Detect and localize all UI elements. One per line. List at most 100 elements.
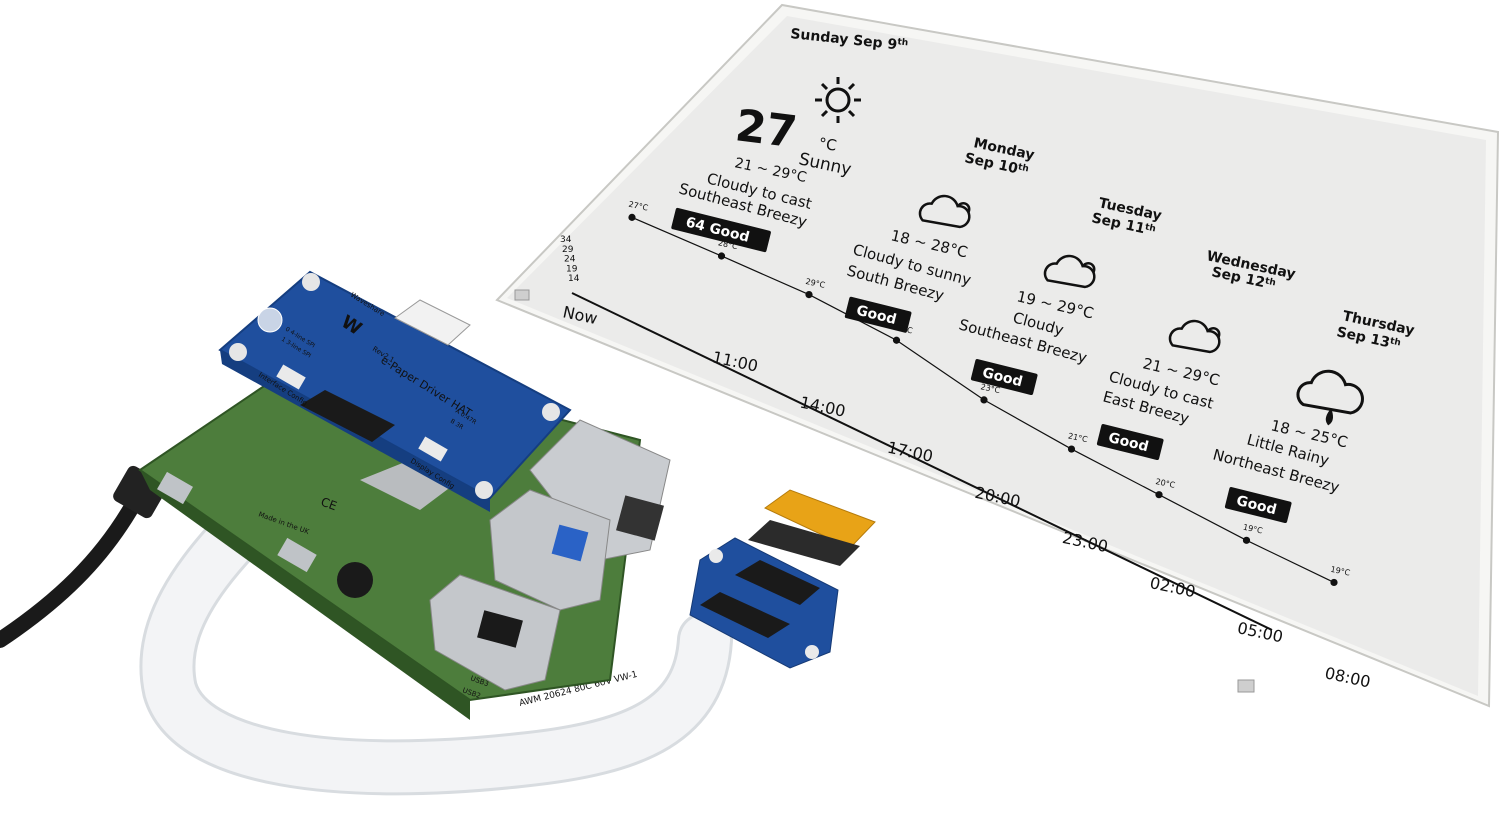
revision-label: Rev2.1	[371, 345, 396, 365]
svg-text:Sep 10th: Sep 10th	[963, 150, 1030, 179]
svg-text:Thursday: Thursday	[1341, 308, 1416, 339]
chart-y-tick: 19	[566, 264, 578, 274]
chart-point	[1067, 445, 1076, 453]
chart-point	[1330, 578, 1338, 587]
chart-category-label: 05:00	[1236, 618, 1285, 646]
chart-category-label: 08:00	[1323, 663, 1372, 691]
chart-category-label: 14:00	[798, 393, 847, 421]
display-config-label: Display Config	[409, 457, 456, 491]
epaper-driver-hat: W Waveshare e-Paper Driver HAT Rev2.1 In…	[218, 270, 572, 512]
partly-cloudy-icon	[1168, 319, 1221, 354]
forecast-monday: Monday Sep 10th 18 ~ 28°C Cloudy to sunn…	[844, 135, 1036, 333]
chart-category-label: Now	[561, 302, 599, 328]
rain-cloud-icon	[1296, 369, 1364, 426]
svg-text:64 Good: 64 Good	[684, 214, 751, 245]
chart-point	[1242, 536, 1251, 544]
svg-text:Northeast Breezy: Northeast Breezy	[1211, 445, 1342, 496]
svg-text:Sep 12th: Sep 12th	[1210, 264, 1277, 293]
chart-category-label: 11:00	[711, 347, 760, 375]
chart-data-label: 28°C	[717, 238, 739, 251]
chart-category-label: 02:00	[1148, 573, 1197, 601]
interface-config-label: Interface Config	[257, 371, 309, 407]
svg-text:Good: Good	[855, 303, 898, 328]
waveshare-logo: W	[337, 311, 365, 339]
chart-point	[1155, 491, 1163, 499]
current-wind: Southeast Breezy	[677, 179, 809, 231]
forecast-wednesday: Wednesday Sep 12th 21 ~ 29°C Cloudy to c…	[1096, 248, 1297, 461]
svg-text:South Breezy: South Breezy	[845, 261, 946, 304]
chart-y-tick: 34	[560, 235, 572, 245]
badge: Good	[1224, 487, 1292, 524]
aqi-badge: 64 Good	[671, 207, 771, 253]
chart-y-tick: 14	[568, 274, 580, 284]
epaper-panel: Sunday Sep 9th 27 °C Sunny 21 ~ 29°C Clo…	[495, 3, 1500, 708]
chart-point	[805, 291, 813, 299]
chart-data-label: 21°C	[1067, 431, 1089, 444]
display-option: B 3R	[449, 418, 465, 431]
interface-option: 0 4-line SPI	[284, 326, 316, 350]
svg-text:Little Rainy: Little Rainy	[1245, 430, 1331, 469]
current-forecast: Cloudy to cast	[705, 169, 814, 212]
chart-category-label: 17:00	[886, 438, 935, 466]
ce-mark: CE	[319, 495, 339, 514]
partly-cloudy-icon	[918, 194, 971, 229]
chart-data-label: 28°C	[892, 323, 914, 336]
chart-category-label: 20:00	[973, 483, 1022, 511]
svg-text:East Breezy: East Breezy	[1101, 387, 1191, 427]
svg-text:18 ~ 28°C: 18 ~ 28°C	[889, 226, 969, 261]
svg-text:Tuesday: Tuesday	[1097, 195, 1163, 224]
chart-y-tick: 24	[564, 255, 576, 265]
svg-text:Good: Good	[981, 365, 1024, 390]
chart-series-line	[631, 216, 1335, 583]
svg-text:Cloudy to cast: Cloudy to cast	[1107, 367, 1216, 412]
current-range: 21 ~ 29°C	[733, 155, 808, 186]
ribbon-cable: AWM 20624 80C 60V VW-1	[139, 404, 733, 796]
date-header: Sunday Sep 9th	[790, 26, 909, 54]
chart-data-label: 29°C	[805, 277, 827, 290]
raspberry-pi-board: CE Made in the UK USB3 USB2	[138, 353, 671, 720]
svg-text:Good: Good	[1107, 430, 1150, 455]
brand-label: Waveshare	[349, 291, 386, 318]
svg-text:Wednesday: Wednesday	[1205, 248, 1297, 282]
made-in-label: Made in the UK	[257, 510, 310, 536]
sun-icon	[815, 77, 861, 123]
forecast-tuesday: Tuesday Sep 11th 19 ~ 29°C Cloudy Southe…	[957, 195, 1163, 396]
display-option: A 0.47R	[454, 408, 478, 426]
chart-category-label: 23:00	[1061, 528, 1110, 556]
svg-text:Cloudy to sunny: Cloudy to sunny	[851, 240, 973, 289]
current-condition: Sunny	[797, 149, 853, 180]
svg-text:Good: Good	[1235, 493, 1278, 518]
svg-text:Cloudy: Cloudy	[1011, 308, 1066, 339]
chart-point	[892, 336, 901, 344]
svg-text:Monday: Monday	[972, 135, 1036, 163]
partly-cloudy-icon	[1043, 254, 1096, 289]
svg-text:Sep 11th: Sep 11th	[1090, 210, 1157, 239]
svg-text:18 ~ 25°C: 18 ~ 25°C	[1269, 416, 1349, 451]
svg-text:19 ~ 29°C: 19 ~ 29°C	[1015, 287, 1095, 322]
product-label: e-Paper Driver HAT	[378, 354, 474, 420]
forecast-thursday: Thursday Sep 13th 18 ~ 25°C Little Rainy…	[1211, 308, 1416, 524]
svg-text:21 ~ 29°C: 21 ~ 29°C	[1141, 354, 1221, 389]
chart-point	[980, 396, 988, 404]
current-temperature: 27	[733, 100, 800, 158]
interface-option: 1 3-line SPI	[280, 336, 312, 360]
chart-point	[717, 252, 726, 260]
chart-data-label: 20°C	[1155, 477, 1177, 490]
fpc-flex-cable	[748, 489, 876, 566]
chart-data-label: 19°C	[1242, 523, 1264, 536]
svg-text:Sep 13th: Sep 13th	[1335, 324, 1402, 353]
chart-data-label: 27°C	[628, 200, 650, 213]
chart-data-label: 19°C	[1330, 565, 1352, 578]
usb3-label: USB3	[469, 674, 489, 688]
power-cable	[0, 465, 167, 648]
chart-x-axis	[571, 292, 1273, 631]
temperature-unit: °C	[817, 134, 838, 155]
usb2-label: USB2	[461, 686, 481, 700]
badge: Good	[970, 359, 1038, 396]
svg-text:Southeast Breezy: Southeast Breezy	[957, 315, 1089, 367]
chart-y-tick: 29	[562, 245, 574, 255]
badge: Good	[1096, 424, 1164, 461]
cable-print: AWM 20624 80C 60V VW-1	[518, 670, 638, 709]
connector-adapter-board	[689, 537, 839, 669]
